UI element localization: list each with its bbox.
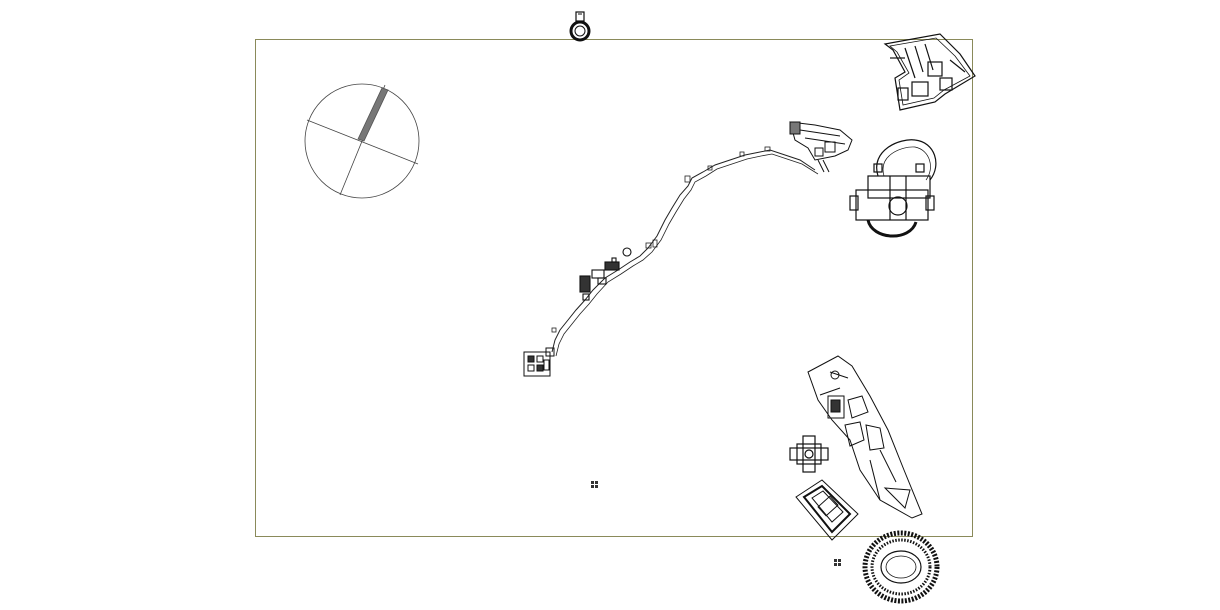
north-compass-icon [304,83,420,199]
river-path-notches [551,146,771,333]
palace-plan-top-right [883,33,976,111]
river-path [551,149,816,353]
domed-church-plan [849,139,937,238]
riverside-buildings [579,247,632,301]
cross-church-plan [789,435,829,473]
urban-island-plan [807,355,923,519]
small-square-markers [834,559,841,566]
rotunda-plan-top [569,11,591,42]
drawing-frame [255,39,973,537]
small-grid-block [591,481,598,488]
courtyard-building-plan [795,479,859,541]
terraced-building-plan [789,121,853,173]
amphitheater-plan [862,530,940,604]
river-path-bank [555,153,819,357]
city-block-plan [523,347,555,377]
